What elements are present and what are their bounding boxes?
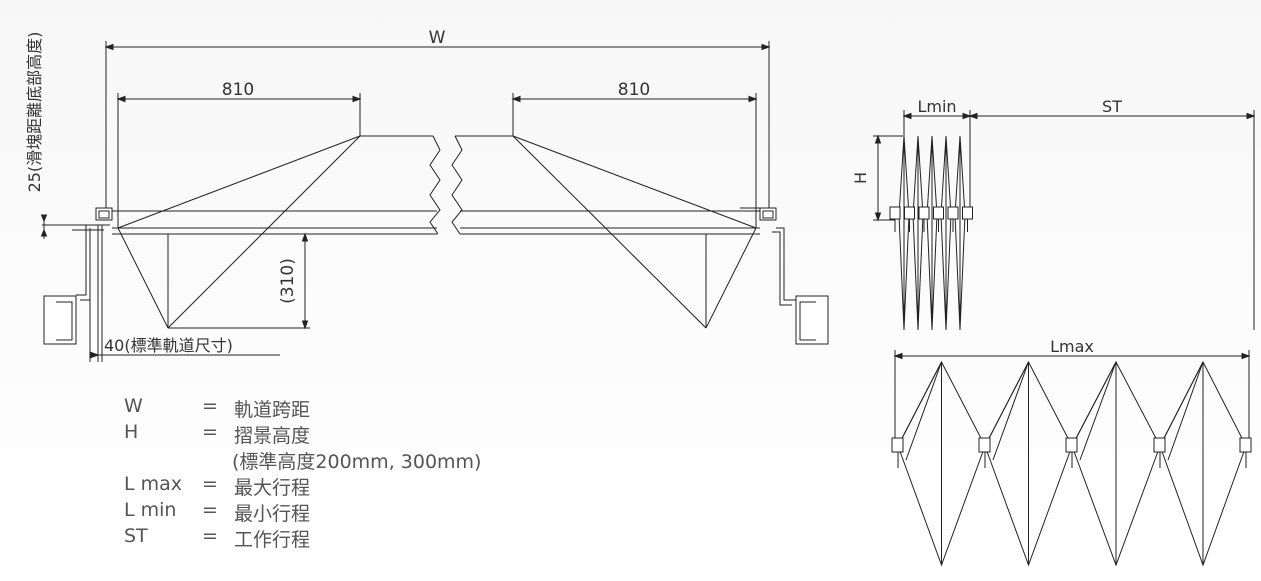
legend-description: 摺景高度 (234, 425, 311, 447)
block-height-label: 25(滑塊距離底部高度) (25, 32, 44, 193)
extended-slider-block (978, 437, 991, 453)
legend-symbol: L min (124, 499, 177, 521)
compressed-slider-block (904, 206, 915, 220)
extended-fold-diagonal (984, 361, 1029, 447)
legend-symbol: W (124, 395, 143, 417)
stroke-label: ST (1102, 97, 1122, 116)
legend-symbol: H (124, 421, 139, 443)
legend-equals: = (202, 395, 218, 417)
legend-equals: = (202, 473, 218, 495)
compressed-slider-block (962, 206, 973, 220)
extended-slider-block (891, 437, 904, 453)
legend-description: 最大行程 (234, 477, 311, 499)
lmax-label: Lmax (1050, 337, 1094, 356)
width-label: W (429, 28, 446, 48)
lmin-label: Lmin (917, 97, 956, 116)
legend-equals: = (202, 525, 218, 547)
legend-equals: = (202, 499, 218, 521)
compressed-slider-block (947, 206, 959, 220)
legend-description: 最小行程 (234, 503, 311, 525)
compressed-slider-block (933, 206, 944, 220)
rail-size-label: 40(標準軌道尺寸) (104, 336, 233, 355)
extended-fold-inner (992, 361, 1029, 461)
extended-fold-diagonal (897, 361, 942, 447)
h-label: H (851, 172, 870, 184)
extended-fold-diagonal (1159, 361, 1204, 447)
left-offset-label: 810 (222, 80, 254, 100)
right-offset-label: 810 (618, 80, 650, 100)
extended-fold-inner (1167, 361, 1204, 461)
legend-description: (標準高度200mm, 300mm) (232, 451, 482, 473)
legend-symbol: L max (124, 473, 183, 495)
extended-fold-inner (1079, 361, 1117, 461)
legend-description: 軌道跨距 (234, 399, 311, 421)
compressed-slider-block (889, 206, 901, 220)
extended-slider-block (1065, 437, 1078, 453)
height-dimension-label: (310) (278, 258, 298, 304)
extended-fold-diagonal (1071, 361, 1117, 447)
legend-symbol: ST (124, 525, 148, 547)
legend-description: 工作行程 (234, 529, 311, 551)
extended-slider-block (1153, 437, 1166, 453)
legend-equals: = (202, 421, 218, 443)
compressed-slider-block (918, 206, 930, 220)
extended-slider-block (1239, 437, 1252, 453)
extended-fold-inner (905, 361, 942, 461)
